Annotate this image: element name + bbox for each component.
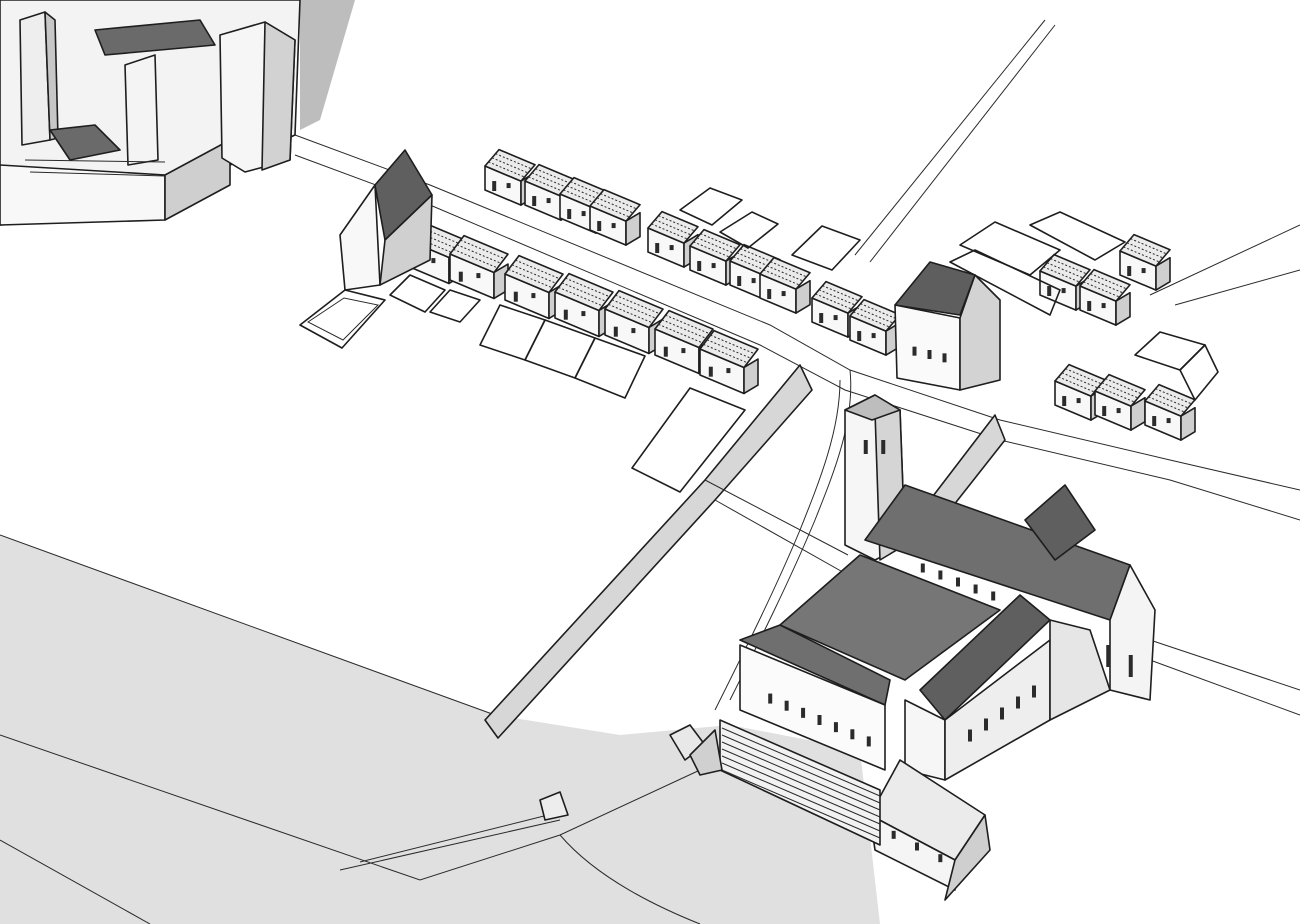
house-12 [504, 254, 564, 320]
plot-3 [631, 387, 746, 493]
plot-5 [429, 289, 481, 323]
river-plane [0, 534, 880, 924]
river-wall [484, 364, 1006, 739]
plot-13 [1179, 344, 1219, 401]
house-18 [1079, 268, 1131, 326]
backyard-plots [389, 187, 1219, 493]
plot-12 [1134, 331, 1206, 371]
house-19 [1119, 233, 1171, 291]
gabled-hall [299, 149, 433, 349]
house-9 [849, 298, 901, 356]
house-7 [759, 256, 811, 314]
house-3 [589, 188, 641, 246]
friary-windows [768, 346, 1133, 863]
plot-11 [949, 249, 1061, 316]
house-22 [1144, 383, 1196, 441]
plot-6 [679, 187, 743, 226]
house-21 [1094, 373, 1146, 431]
plot-10 [1029, 211, 1126, 261]
plot-2 [574, 337, 646, 399]
house-16 [699, 329, 759, 395]
plot-4 [389, 274, 446, 313]
friary [539, 394, 1156, 901]
plot-7 [719, 211, 779, 249]
castle [0, 0, 355, 226]
house-11 [449, 234, 509, 300]
merchant-house [894, 261, 1001, 391]
plot-8 [791, 225, 861, 271]
house-8 [811, 280, 863, 338]
terrace-houses [404, 148, 1196, 441]
